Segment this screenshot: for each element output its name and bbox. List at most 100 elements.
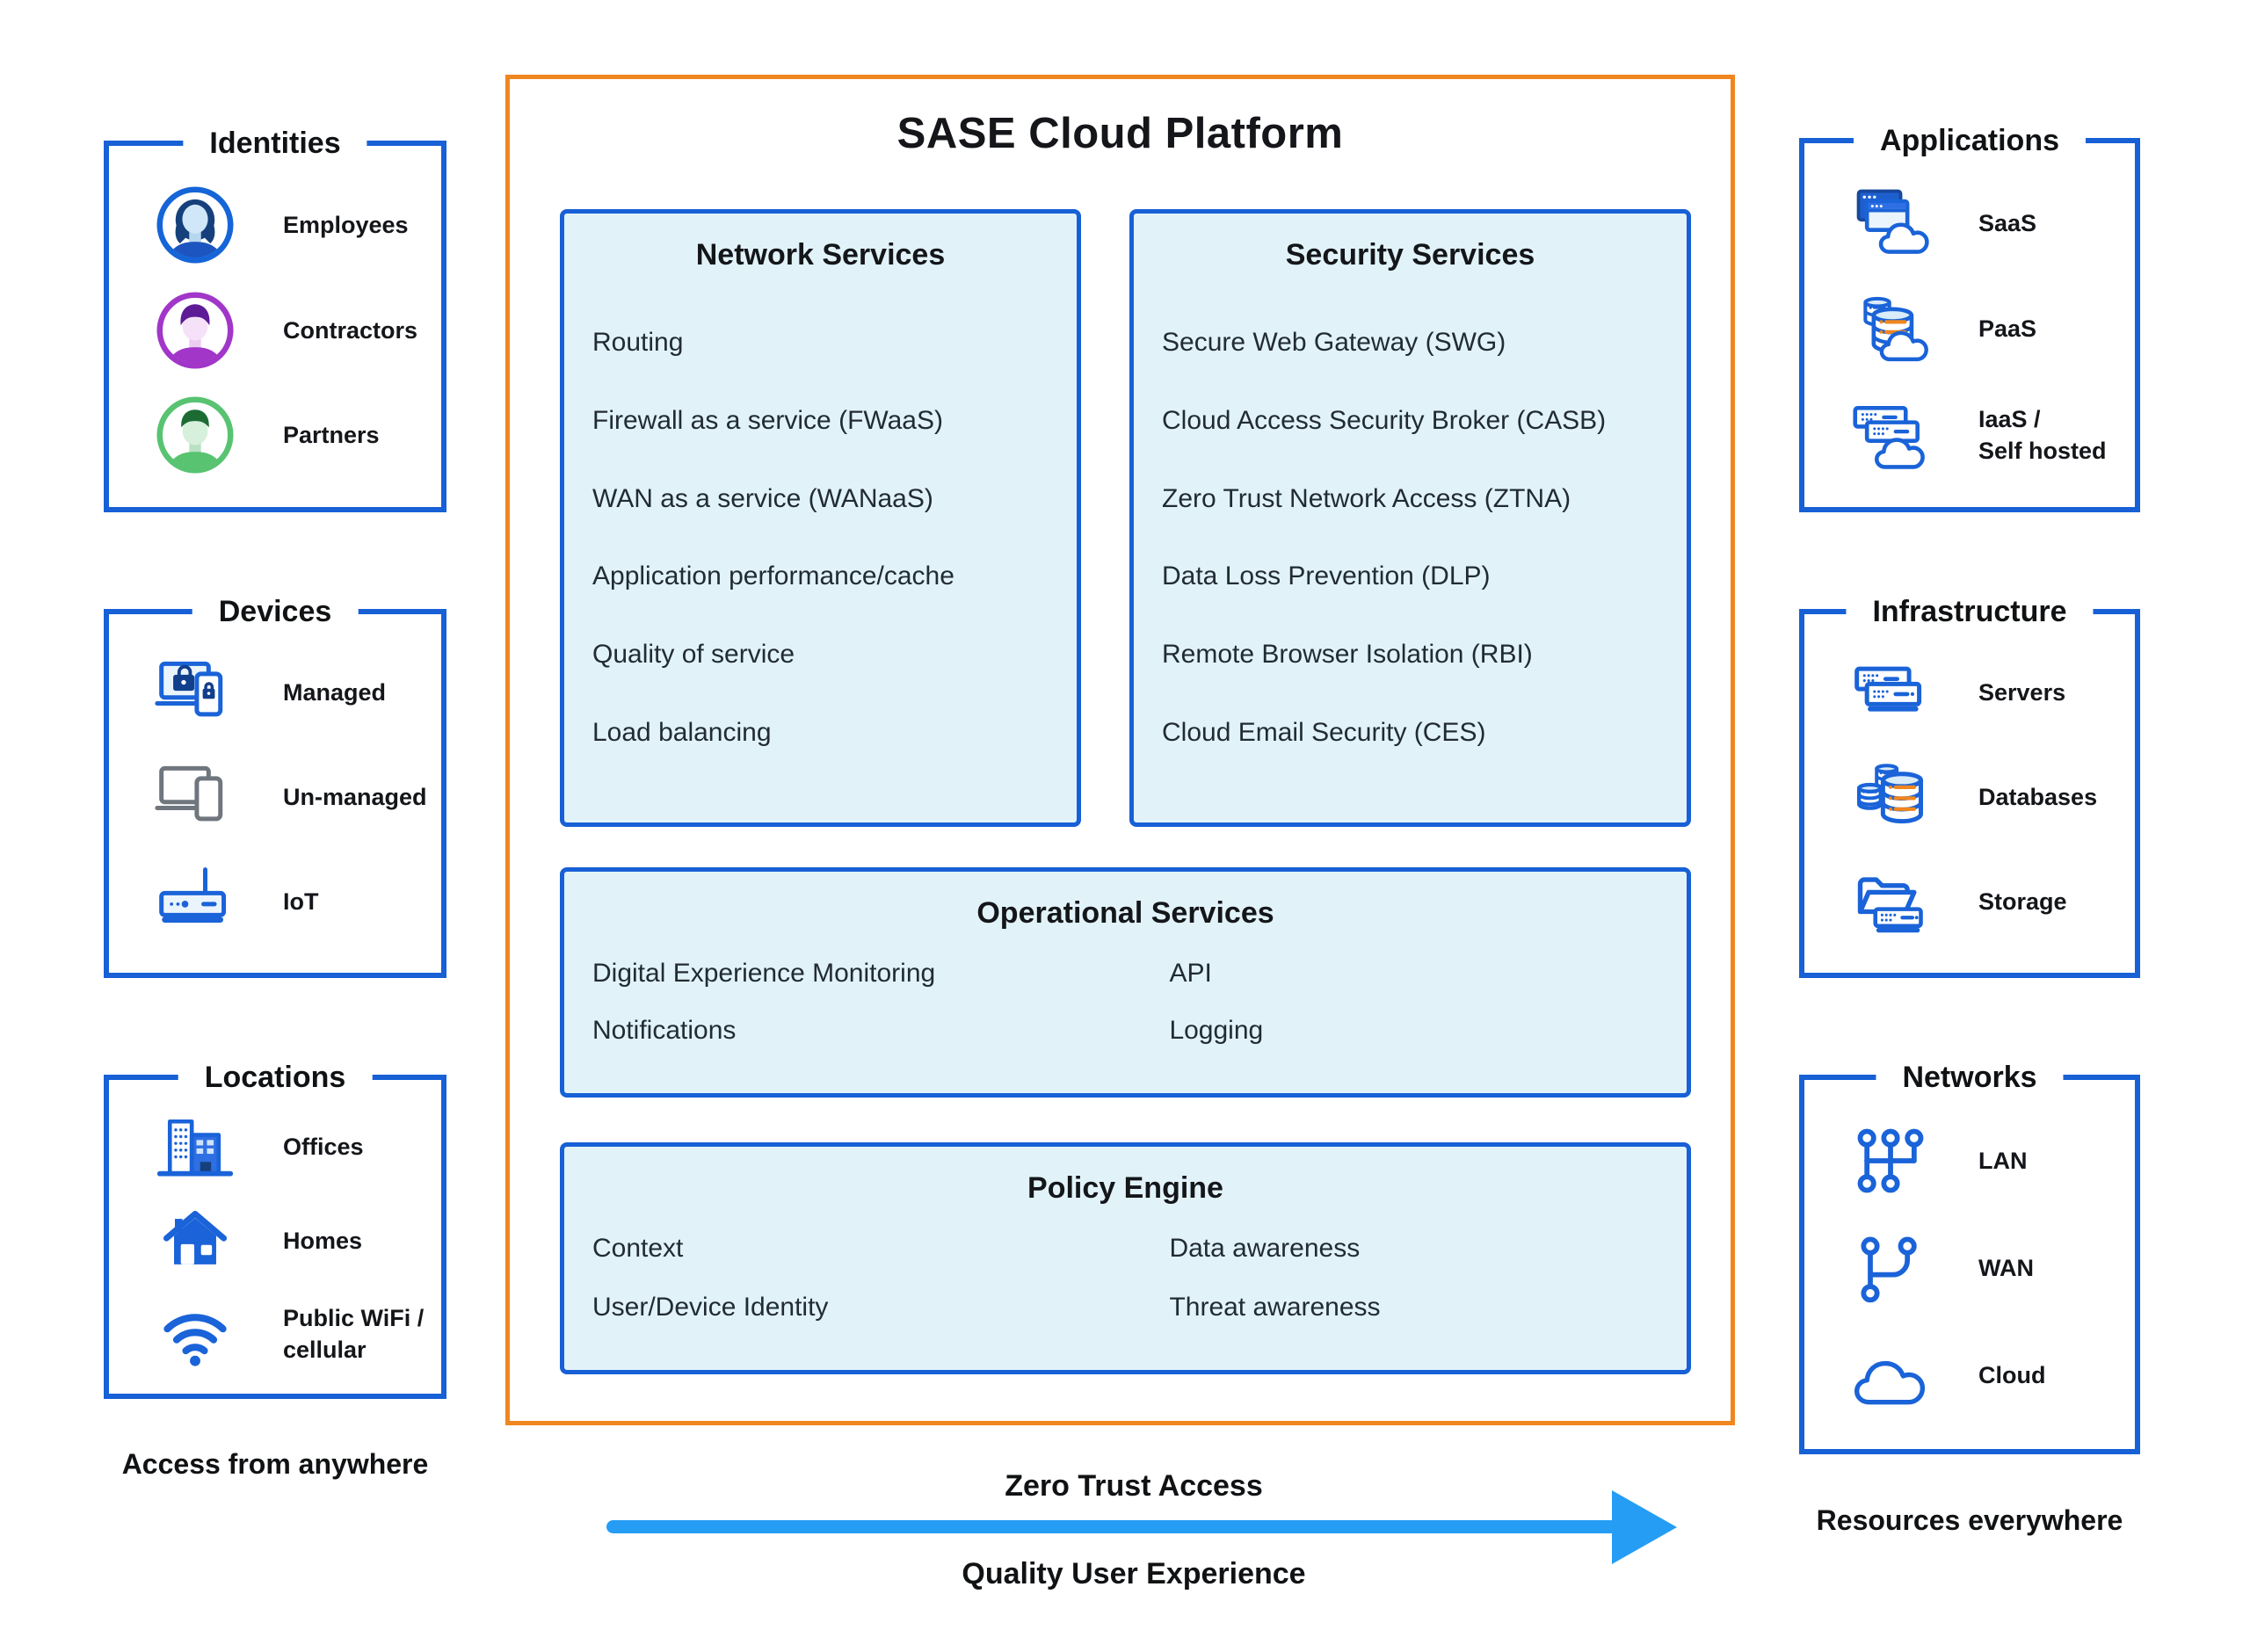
networks-title: Networks [1876,1056,2064,1098]
item-label: Cloud [1978,1362,2046,1388]
list-item: Un-managed [125,757,438,837]
security-services-title: Security Services [1285,238,1535,272]
item-label: Databases [1978,784,2098,810]
zero-trust-access-label: Zero Trust Access [1005,1469,1263,1503]
item-label: PaaS [1978,315,2037,342]
locations-rows: Offices Homes [125,1094,438,1387]
list-item: Cloud [1820,1335,2131,1416]
service-item: Zero Trust Network Access (ZTNA) [1162,483,1571,513]
managed-devices-icon [125,652,265,733]
home-icon [125,1200,265,1281]
sase-platform-box: SASE Cloud Platform Network Services Rou… [505,75,1735,1425]
item-label: WAN [1978,1255,2034,1281]
databases-icon [1820,757,1961,837]
list-item: IaaS / Self hosted [1820,395,2131,475]
item-label: Servers [1978,679,2066,706]
zero-trust-arrow-line [606,1520,1617,1533]
item-label: Contractors [283,316,418,344]
applications-rows: SaaS [1820,157,2131,500]
right-caption: Resources everywhere [1816,1504,2123,1536]
service-item: API [1169,958,1212,988]
list-item: Contractors [125,290,438,371]
list-item: LAN [1820,1120,2131,1201]
saas-icon [1820,183,1961,264]
list-item: Offices [125,1106,438,1187]
list-item: Databases [1820,757,2131,837]
list-item: Servers [1820,652,2131,733]
service-item: User/Device Identity [592,1292,829,1322]
list-item: Employees [125,185,438,265]
infrastructure-box: Infrastructure [1799,591,2140,978]
service-item: Load balancing [592,718,772,748]
item-label: LAN [1978,1148,2028,1174]
service-item: Logging [1169,1016,1264,1046]
iaas-icon [1820,395,1961,475]
security-services-box: Security Services Secure Web Gateway (SW… [1129,209,1691,827]
service-item: Threat awareness [1169,1292,1381,1322]
list-item: SaaS [1820,183,2131,264]
locations-box: Locations [104,1056,446,1399]
service-item: Application performance/cache [592,562,954,591]
item-label: Managed [283,679,387,706]
wan-icon [1820,1228,1961,1308]
network-services-box: Network Services Routing Firewall as a s… [560,209,1081,827]
list-item: Partners [125,395,438,475]
list-item: IoT [125,861,438,942]
locations-title: Locations [178,1056,373,1098]
contractor-avatar-icon [125,290,265,371]
infrastructure-rows: Servers [1820,628,2131,966]
service-item: Digital Experience Monitoring [592,958,936,988]
left-caption: Access from anywhere [121,1448,429,1480]
item-label: SaaS [1978,209,2037,236]
wifi-icon [125,1293,265,1374]
service-item: Quality of service [592,640,795,670]
operational-services-title: Operational Services [976,896,1274,930]
zero-trust-arrow-head-icon [1612,1490,1677,1564]
network-services-list: Routing Firewall as a service (FWaaS) WA… [564,272,1077,822]
applications-box: Applications SaaS [1799,120,2140,512]
devices-rows: Managed Un-managed [125,628,438,966]
policy-engine-box: Policy Engine Context Data awareness Use… [560,1142,1691,1374]
infrastructure-title: Infrastructure [1846,591,2094,633]
service-item: Firewall as a service (FWaaS) [592,405,943,435]
item-label: Un-managed [283,784,427,810]
offices-icon [125,1106,265,1187]
service-item: Data awareness [1169,1234,1361,1264]
networks-box: Networks LAN [1799,1056,2140,1454]
security-services-list: Secure Web Gateway (SWG) Cloud Access Se… [1134,272,1687,822]
networks-rows: LAN WAN [1820,1094,2131,1442]
service-item: Context [592,1234,684,1264]
item-label: Storage [1978,888,2067,915]
identities-box: Identities [104,122,446,512]
item-label: IoT [283,888,319,915]
network-services-title: Network Services [695,238,946,272]
operational-services-grid: Digital Experience Monitoring API Notifi… [564,931,1687,1093]
service-item: Cloud Access Security Broker (CASB) [1162,405,1607,435]
service-item: Notifications [592,1016,737,1046]
policy-engine-title: Policy Engine [1027,1171,1223,1205]
paas-icon [1820,288,1961,369]
item-label: Partners [283,422,380,449]
item-label: Offices [283,1134,364,1161]
service-item: Remote Browser Isolation (RBI) [1162,640,1533,670]
operational-services-box: Operational Services Digital Experience … [560,867,1691,1098]
service-item: Routing [592,327,684,357]
iot-router-icon [125,861,265,942]
item-label: Public WiFi / cellular [283,1304,425,1363]
lan-icon [1820,1120,1961,1201]
identities-title: Identities [183,122,367,164]
list-item: Homes [125,1200,438,1281]
quality-user-experience-label: Quality User Experience [962,1557,1306,1590]
service-item: WAN as a service (WANaaS) [592,483,933,513]
applications-title: Applications [1853,120,2087,162]
identities-rows: Employees Con [125,160,438,500]
sase-platform-title: SASE Cloud Platform [896,110,1344,157]
service-item: Data Loss Prevention (DLP) [1162,562,1491,591]
devices-box: Devices Managed [104,591,446,978]
cloud-icon [1820,1335,1961,1416]
item-label: Employees [283,211,409,238]
list-item: PaaS [1820,288,2131,369]
service-item: Secure Web Gateway (SWG) [1162,327,1506,357]
unmanaged-devices-icon [125,757,265,837]
